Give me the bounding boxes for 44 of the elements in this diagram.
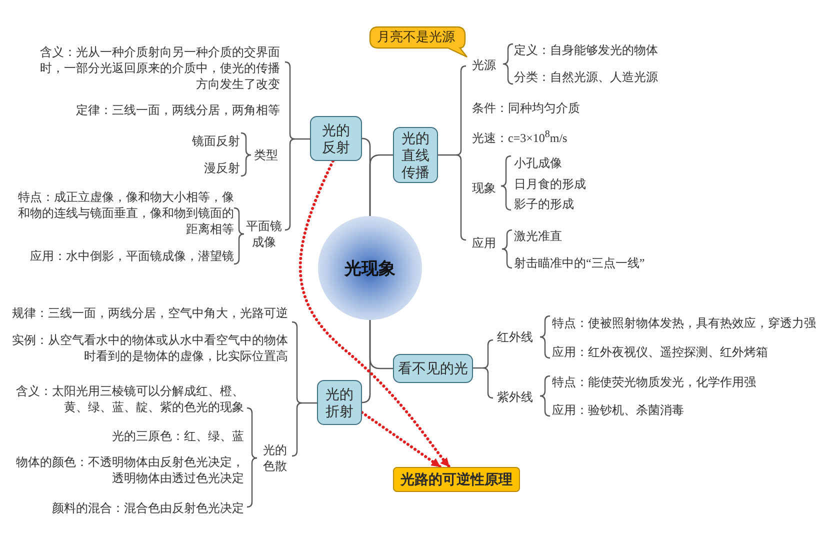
branch-text: 颜料的混合：混合色由反射色光决定 bbox=[52, 500, 244, 516]
branch-text: 影子的形成 bbox=[514, 196, 574, 212]
branch-text: 小孔成像 bbox=[514, 155, 562, 171]
branch-text: 光的三原色：红、绿、蓝 bbox=[112, 428, 244, 444]
branch-text: 特点：能使荧光物质发光，化学作用强 bbox=[552, 374, 756, 390]
branch-text: 光源 bbox=[472, 57, 496, 73]
branch-text: 类型 bbox=[254, 147, 278, 163]
branch-text: 镜面反射 bbox=[192, 133, 240, 149]
branch-text: 光速：c=3×10$^{8}$m/s bbox=[472, 128, 568, 146]
branch-text: 含义：光从一种介质射向另一种介质的交界面时，一部分光返回原来的介质中，使光的传播方向发生了改变 bbox=[39, 44, 280, 92]
branch-text: 应用：红外夜视仪、遥控探测、红外烤箱 bbox=[552, 344, 768, 360]
branch-text: 应用 bbox=[472, 235, 496, 251]
branch-text: 射击瞄准中的“三点一线” bbox=[514, 255, 645, 271]
branch-text: 应用：水中倒影，平面镜成像，潜望镜 bbox=[30, 248, 234, 264]
branch-text: 规律：三线一面，两线分居，空气中角大，光路可逆 bbox=[12, 305, 288, 321]
topic-box: 光的反射 bbox=[310, 116, 362, 161]
dotted-arrow bbox=[360, 411, 442, 468]
branch-text: 现象 bbox=[472, 180, 496, 196]
branch-text: 日月食的形成 bbox=[514, 176, 586, 192]
branch-text: 物体的颜色：不透明物体由反射色光决定，透明物体由透过色光决定 bbox=[15, 454, 244, 486]
branch-text: 红外线 bbox=[497, 329, 533, 345]
branch-text: 定义：自身能够发光的物体 bbox=[514, 42, 658, 58]
connector-line bbox=[361, 320, 371, 404]
callout-bubble: 月亮不是光源 bbox=[368, 26, 469, 59]
branch-text: 条件：同种均匀介质 bbox=[472, 100, 580, 116]
topic-box: 光的直线传播 bbox=[393, 127, 438, 183]
branch-text: 特点：使被照射物体发热，具有热效应，穿透力强 bbox=[552, 315, 816, 331]
topic-box: 看不见的光 bbox=[393, 354, 473, 383]
branch-text: 特点：成正立虚像，像和物大小相等，像和物的连线与镜面垂直，像和物到镜面的距离相等 bbox=[17, 189, 234, 237]
branch-text: 紫外线 bbox=[497, 389, 533, 405]
conclusion-box: 光路的可逆性原理 bbox=[393, 467, 520, 492]
branch-text: 漫反射 bbox=[204, 160, 240, 176]
branch-text: 分类：自然光源、人造光源 bbox=[514, 69, 658, 85]
topic-box: 光的折射 bbox=[317, 380, 362, 425]
branch-text: 激光准直 bbox=[514, 228, 562, 244]
branch-text: 实例：从空气看水中的物体或从水中看空气中的物体时看到的是物体的虚像，比实际位置高 bbox=[11, 332, 288, 364]
branch-text: 应用：验钞机、杀菌消毒 bbox=[552, 402, 684, 418]
branch-text: 光的色散 bbox=[262, 442, 288, 474]
central-topic-circle: 光现象 bbox=[318, 216, 422, 320]
branch-text: 含义：太阳光用三棱镜可以分解成红、橙、黄、绿、蓝、靛、紫的色光的现象 bbox=[15, 383, 244, 415]
connector-line bbox=[369, 154, 393, 216]
branch-text: 定律：三线一面，两线分居，两角相等 bbox=[76, 102, 280, 118]
branch-text: 平面镜成像 bbox=[245, 218, 284, 250]
dotted-arrow bbox=[298, 160, 451, 468]
